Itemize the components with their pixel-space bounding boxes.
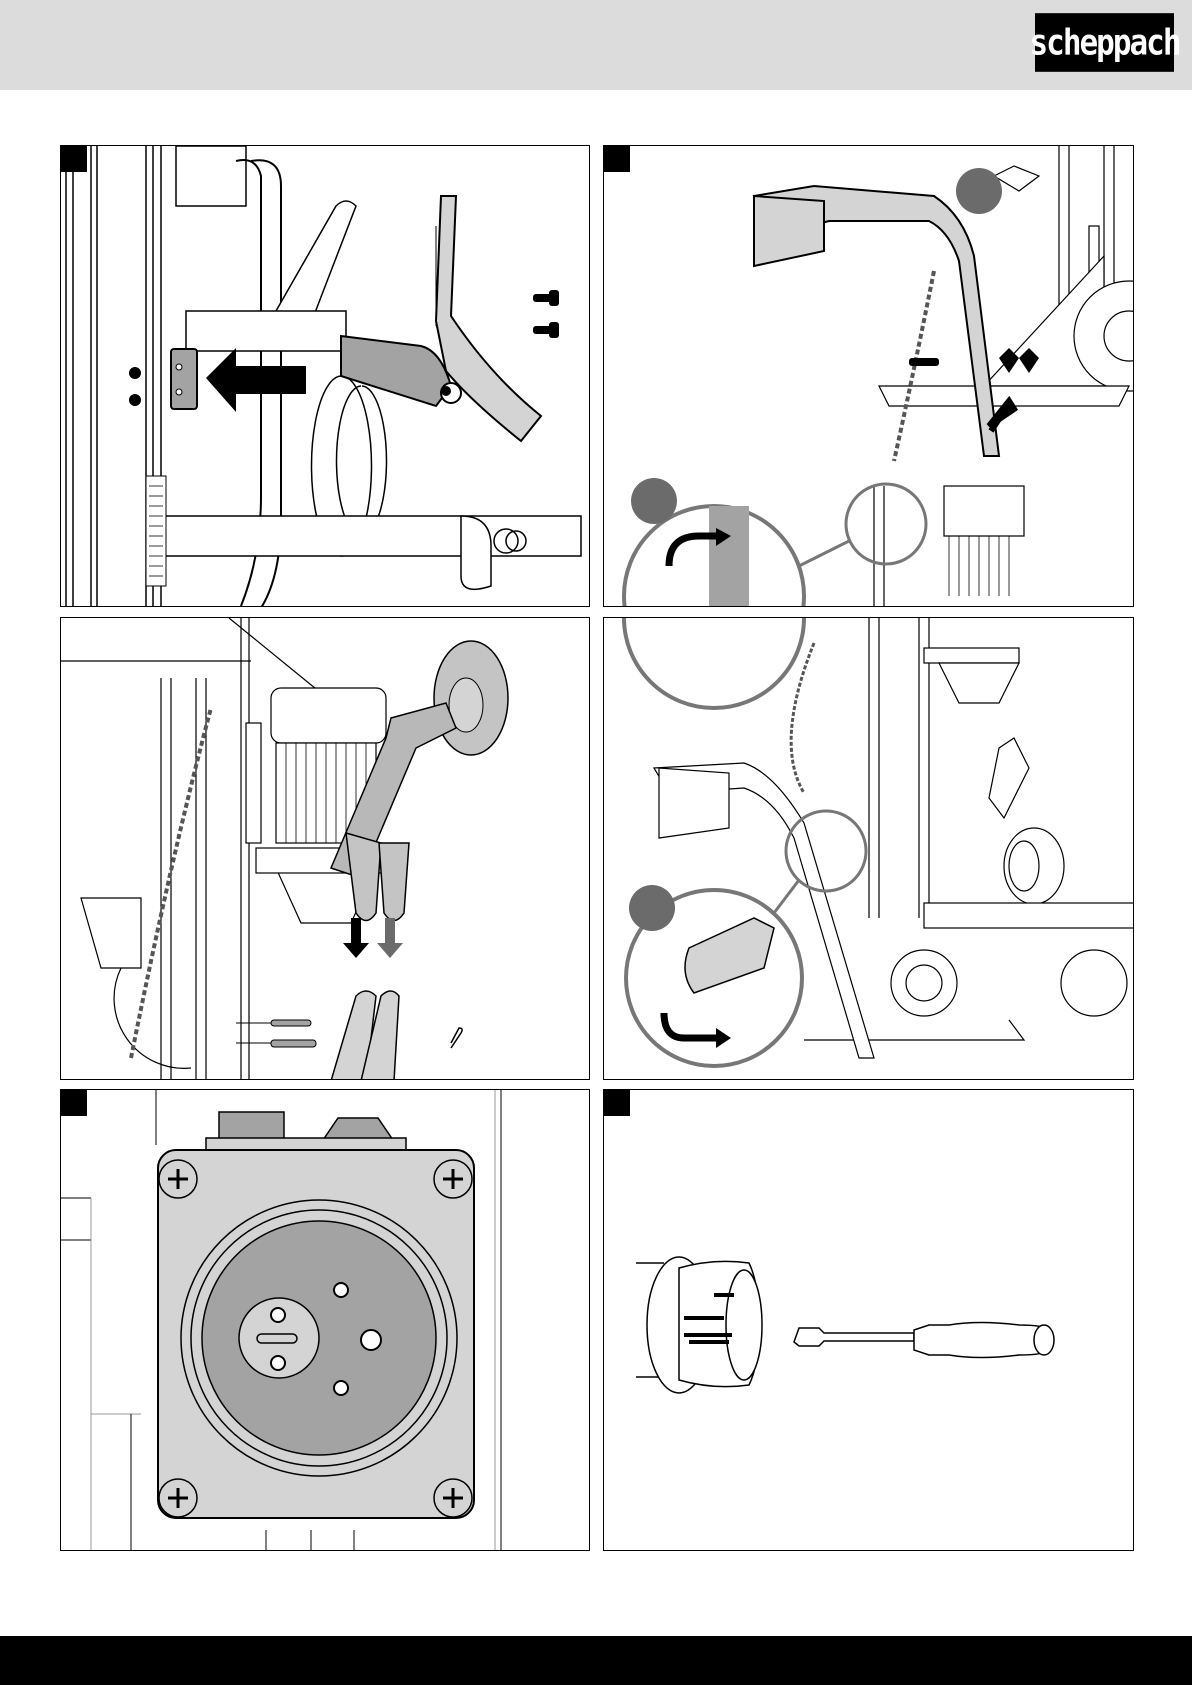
- socket-contacts: [270, 1282, 382, 1396]
- chain: [129, 707, 213, 1059]
- spring-clip: [450, 1027, 463, 1049]
- callout-marker: [629, 885, 675, 931]
- housing-screws: [158, 1159, 473, 1518]
- figure-panel-4: [603, 617, 1134, 1080]
- chain: [789, 642, 816, 794]
- figure-label-tag: [604, 1090, 630, 1116]
- direction-arrow-down: [377, 918, 403, 958]
- figure-panel-5: [60, 1089, 590, 1551]
- figure-1-illustration: [65, 146, 582, 606]
- cee-plug: [636, 1256, 763, 1394]
- direction-arrow-left: [206, 348, 306, 412]
- figure-2-illustration: [622, 146, 1133, 606]
- figure-label-tag: [61, 1090, 87, 1116]
- bolt: [909, 358, 939, 366]
- figure-panel-3: [60, 617, 590, 1080]
- figure-5-illustration: [636, 1256, 1055, 1394]
- figure-panel-6: [603, 1089, 1134, 1551]
- direction-arrow-down: [343, 918, 369, 958]
- page-header: scheppach: [0, 0, 1192, 90]
- callout-marker: [631, 478, 677, 524]
- page-footer-bar: [0, 1636, 1192, 1685]
- figure-2-detail-illustration: [622, 618, 1133, 1068]
- figure-panel-2: [603, 145, 1134, 607]
- figure-label-tag: [604, 146, 630, 172]
- direction-arrow-up: [986, 395, 1019, 433]
- figure-3-illustration: [61, 618, 509, 1079]
- screwdriver-icon: [793, 1321, 1055, 1359]
- chain: [892, 270, 936, 462]
- figure-4-illustration: [61, 1090, 502, 1550]
- figure-label-tag: [61, 146, 87, 172]
- screws: [533, 290, 559, 338]
- brand-logo: scheppach: [1030, 13, 1182, 72]
- figure-panel-1: [60, 145, 590, 607]
- callout-marker: [956, 168, 1002, 214]
